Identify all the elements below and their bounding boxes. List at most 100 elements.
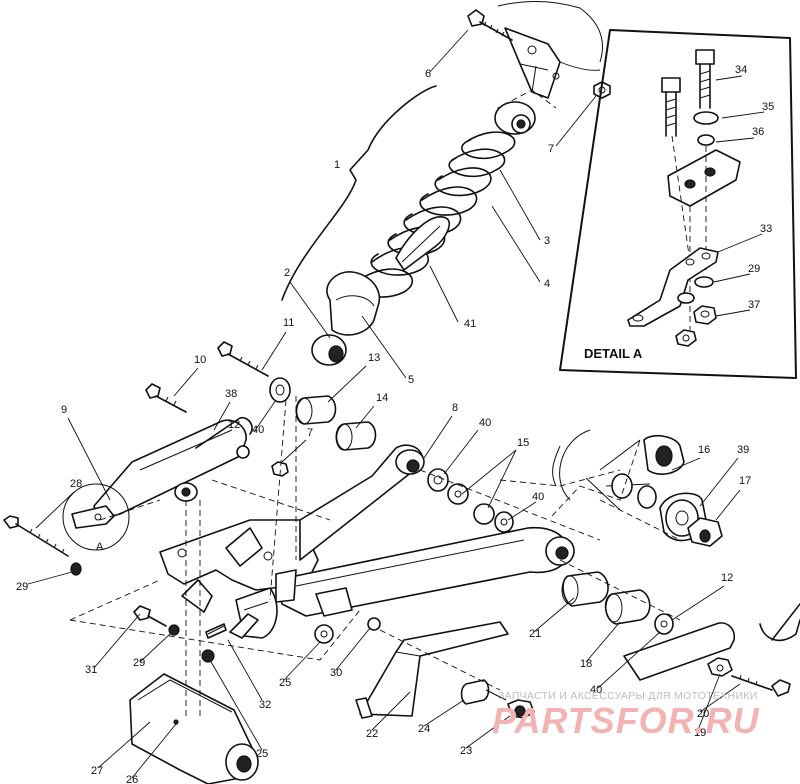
bushing-21	[561, 571, 609, 607]
callout-40: 40	[252, 424, 264, 436]
shock-body-41	[326, 216, 451, 336]
callout-12: 12	[228, 419, 240, 431]
spring-3	[354, 131, 516, 298]
callout-1: 1	[334, 159, 340, 171]
callout-4: 4	[544, 278, 550, 290]
callout-11: 11	[283, 317, 294, 329]
bushing-13	[295, 395, 337, 425]
callout-13: 13	[368, 352, 380, 364]
callout-23: 23	[460, 745, 472, 757]
washer-right	[611, 473, 657, 509]
callout-19: 19	[694, 727, 706, 739]
detail-callout-37: 37	[748, 299, 760, 311]
detail-washer-29	[694, 276, 714, 288]
callout-8: 8	[452, 402, 458, 414]
watermark-tagline: ЗАПЧАСТИ И АКСЕССУАРЫ ДЛЯ МОТОТЕХНИКИ	[498, 690, 758, 702]
assembly-dashed-lines	[69, 396, 681, 720]
housing-26-27	[129, 673, 259, 784]
callout-18: 18	[580, 658, 592, 670]
callout-25: 25	[279, 677, 291, 689]
detail-callout-35: 35	[762, 101, 774, 113]
detail-title: DETAIL A	[584, 346, 643, 361]
callout-16: 16	[698, 444, 710, 456]
upper-frame-mount	[497, 1, 603, 99]
callout-A: A	[96, 541, 104, 553]
callout-15: 15	[517, 437, 529, 449]
callout-29: 29	[133, 657, 145, 669]
callout-20: 20	[697, 708, 709, 720]
bolt-19-20	[707, 657, 791, 697]
detail-a-box: DETAIL A	[559, 29, 797, 379]
callout-32: 32	[259, 699, 271, 711]
callout-30: 30	[330, 667, 342, 679]
bolt-28	[3, 515, 82, 576]
callout-25: 25	[256, 748, 268, 760]
rocker-arm-9	[93, 416, 253, 521]
detail-washer-36	[697, 134, 715, 146]
detail-callout-29: 29	[748, 263, 760, 275]
detail-bolt-34	[695, 49, 715, 109]
nut-7-left	[271, 461, 289, 477]
callout-40: 40	[532, 491, 544, 503]
shock-upper-eye	[494, 101, 536, 135]
bolt-6	[467, 9, 513, 41]
detail-callout-33: 33	[760, 223, 772, 235]
callout-24: 24	[418, 723, 430, 735]
nut-23	[507, 699, 535, 719]
callout-12: 12	[721, 572, 733, 584]
bushing-18	[604, 589, 651, 625]
detail-callout-34: 34	[735, 64, 747, 76]
bolt-11	[217, 341, 269, 377]
callout-29: 29	[16, 581, 28, 593]
callout-22: 22	[366, 728, 378, 740]
callout-7: 7	[307, 427, 313, 439]
callout-28: 28	[70, 478, 82, 490]
callout-3: 3	[544, 235, 550, 247]
washers-40-15	[427, 468, 514, 533]
callout-27: 27	[91, 765, 103, 777]
callout-41: 41	[464, 318, 476, 330]
callout-39: 39	[737, 444, 749, 456]
bushing-25	[314, 617, 381, 644]
leader-lines	[27, 29, 765, 779]
watermark-logo: PARTSFOR.RU	[492, 700, 760, 741]
bushing-16	[643, 434, 685, 475]
bolt-32	[201, 623, 227, 663]
detail-a-marker	[62, 483, 130, 551]
main-arm-8	[299, 444, 425, 561]
lower-bracket-22	[355, 621, 509, 719]
callout-21: 21	[529, 628, 541, 640]
wheel-outline	[552, 429, 651, 511]
center-bracket	[159, 519, 319, 639]
callout-7: 7	[548, 143, 554, 155]
detail-lower-nuts	[675, 292, 697, 347]
shock-lower-eye	[311, 334, 347, 366]
detail-nut-37	[693, 305, 717, 325]
callout-10: 10	[194, 354, 206, 366]
callout-17: 17	[739, 475, 751, 487]
detail-bolt-left	[661, 77, 681, 137]
detail-strap-33	[627, 247, 719, 327]
washer-12-left	[269, 377, 291, 403]
detail-block	[667, 149, 741, 207]
bushing-14	[335, 421, 377, 451]
assembly-brace-1	[281, 85, 437, 301]
washer-12-right	[654, 613, 674, 635]
callout-9: 9	[61, 404, 67, 416]
callout-26: 26	[126, 774, 138, 784]
detail-callout-labels: 34 35 36 33 29 37	[735, 64, 774, 311]
callout-2: 2	[284, 267, 290, 279]
callout-14: 14	[376, 392, 388, 404]
callout-40: 40	[479, 417, 491, 429]
bolt-10	[145, 383, 187, 413]
callout-38: 38	[225, 388, 237, 400]
callout-40: 40	[590, 684, 602, 696]
long-arm	[275, 526, 575, 617]
callout-5: 5	[408, 374, 414, 386]
bolt-31	[133, 605, 180, 636]
spacer-24	[460, 679, 507, 705]
detail-callout-36: 36	[752, 126, 764, 138]
